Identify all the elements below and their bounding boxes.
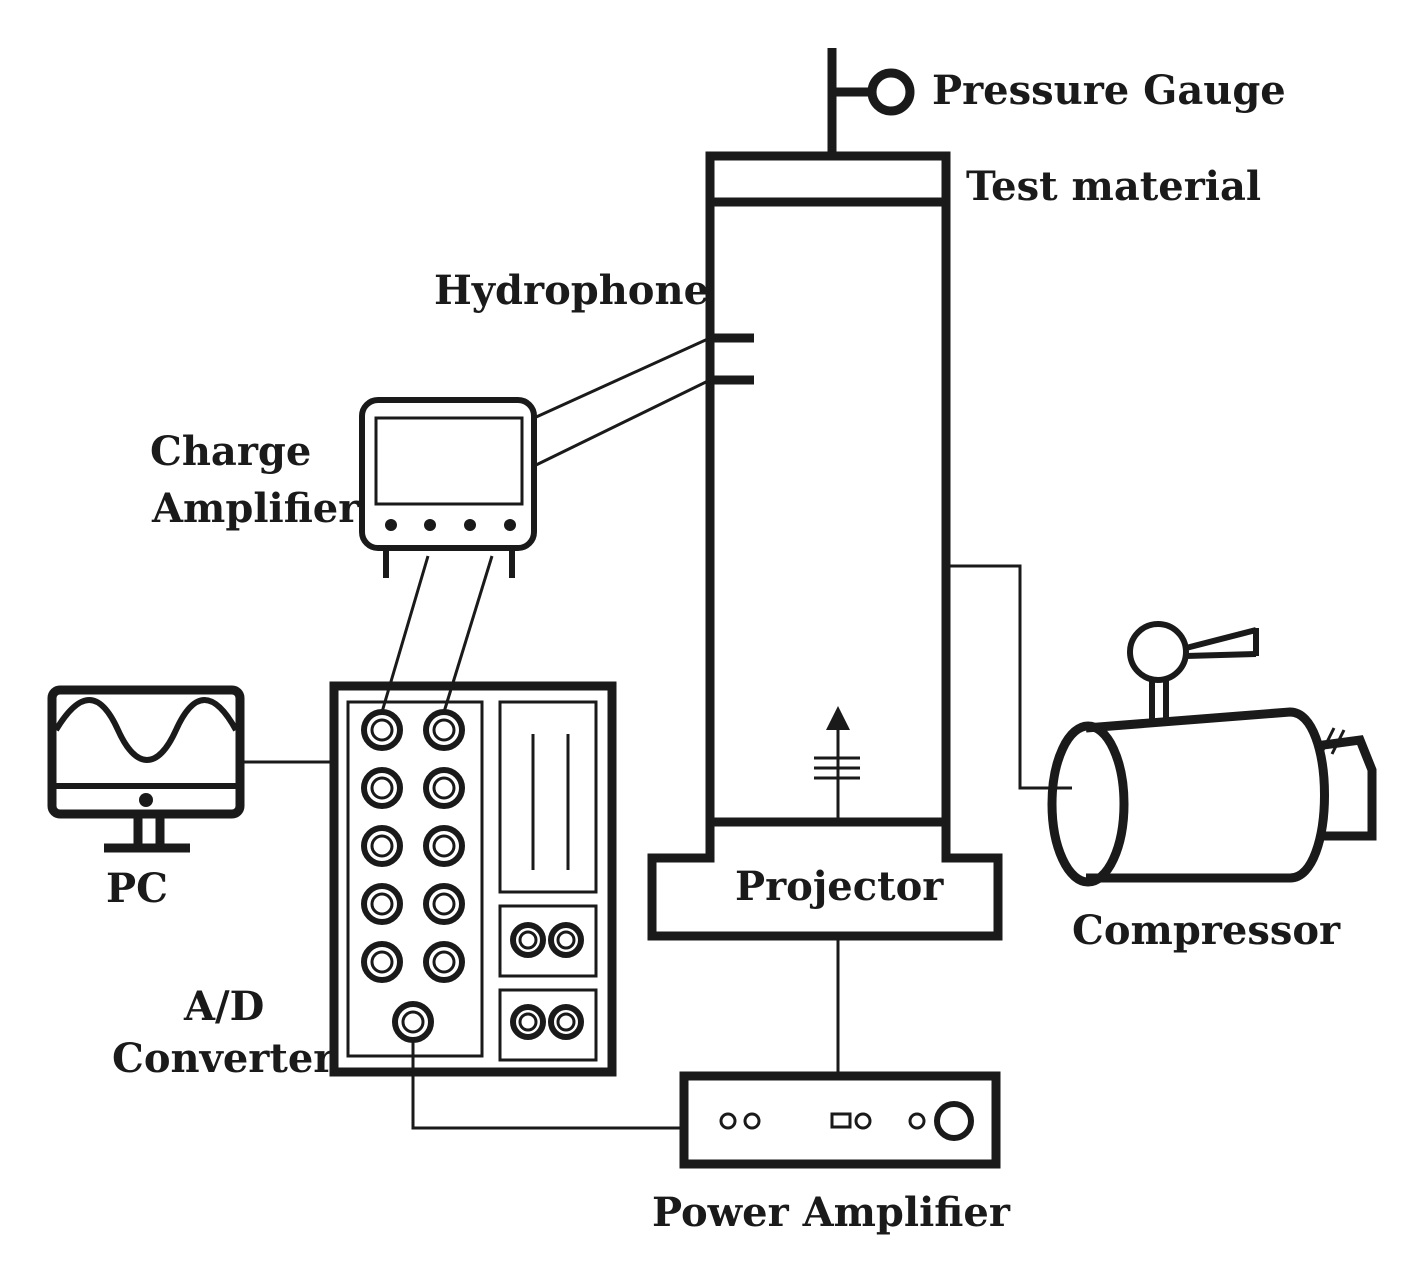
charge-amplifier-label-line2: Amplifier	[151, 485, 360, 532]
charge-amplifier-label-line1: Charge	[150, 428, 311, 475]
pressure-gauge-icon	[827, 48, 915, 156]
hydrophone-label: Hydrophone	[434, 267, 709, 314]
compressor-label: Compressor	[1072, 907, 1341, 954]
impedance-tube	[705, 151, 951, 827]
monitor-icon	[47, 685, 245, 853]
test-material-label: Test material	[966, 163, 1261, 210]
compressor-hose	[946, 564, 1072, 790]
connector-grid	[361, 709, 465, 1043]
compressor-icon	[1047, 621, 1377, 887]
ad-converter-label-line2: Converter	[112, 1035, 335, 1082]
hydrophone-ports	[710, 333, 754, 385]
connector-pairs	[510, 922, 584, 1040]
pressure-gauge-label: Pressure Gauge	[932, 67, 1286, 114]
hydrophone-cables	[533, 336, 711, 468]
ad-converter-label-line1: A/D	[183, 983, 264, 1030]
charge-amplifier-cables	[380, 555, 494, 713]
ad-converter-icon	[329, 681, 617, 1077]
power-amplifier-label: Power Amplifier	[652, 1189, 1011, 1236]
power-amplifier-icon	[679, 1071, 1001, 1169]
projector-label: Projector	[735, 863, 944, 910]
ad-to-power-amplifier-cable	[411, 1040, 684, 1130]
charge-amplifier-icon	[359, 397, 537, 578]
pc-label: PC	[106, 865, 168, 912]
projector-base	[647, 817, 1003, 941]
sound-wave-arrow-icon	[814, 706, 860, 818]
